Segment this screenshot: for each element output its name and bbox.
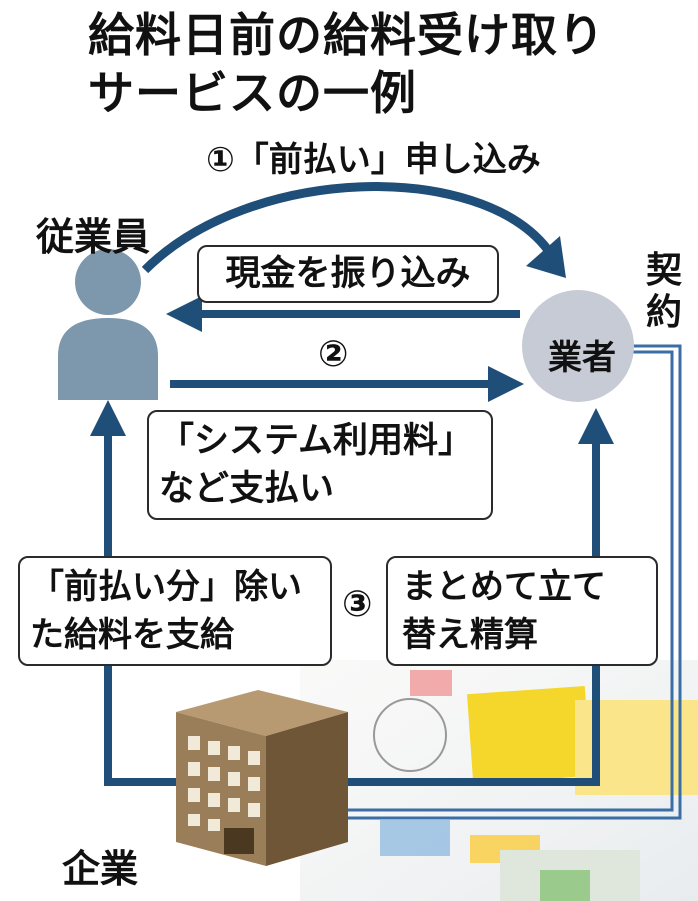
contract-char-2: 約 bbox=[645, 292, 682, 333]
arrow-company-to-employee bbox=[90, 400, 176, 786]
settlement-line-2: 替え精算 bbox=[402, 615, 538, 655]
salary-deduction-box: 「前払い分」除い た給料を支給 bbox=[18, 556, 332, 666]
step1-label: ①「前払い」申し込み bbox=[206, 140, 541, 180]
system-fee-box: 「システム利用料」 など支払い bbox=[147, 410, 493, 520]
salary-deduction-line-1: 「前払い分」除い bbox=[30, 567, 302, 607]
salary-deduction-line-2: た給料を支給 bbox=[30, 615, 234, 655]
system-fee-line-1: 「システム利用料」 bbox=[159, 421, 473, 461]
cash-transfer-box: 現金を振り込み bbox=[197, 245, 499, 303]
contract-label: 契 約 bbox=[644, 250, 684, 334]
diagram-title: 給料日前の給料受け取り サービスの一例 bbox=[88, 6, 605, 122]
contract-char-1: 契 bbox=[645, 250, 682, 291]
vendor-circle bbox=[522, 290, 634, 402]
contract-line bbox=[348, 344, 682, 820]
vendor-label: 業者 bbox=[548, 338, 616, 378]
title-line-2: サービスの一例 bbox=[88, 66, 417, 120]
employee-label: 従業員 bbox=[36, 215, 151, 259]
arrow-step1 bbox=[141, 182, 566, 278]
step2-label: ② bbox=[318, 334, 349, 375]
company-label: 企業 bbox=[62, 847, 139, 891]
arrow-cash-transfer bbox=[166, 296, 520, 332]
step3-label: ③ bbox=[342, 584, 373, 625]
arrow-step2 bbox=[170, 366, 524, 402]
system-fee-line-2: など支払い bbox=[159, 469, 335, 509]
title-line-1: 給料日前の給料受け取り bbox=[88, 8, 605, 62]
arrow-company-to-vendor bbox=[348, 408, 614, 786]
company-building-icon bbox=[176, 690, 348, 866]
employee-person-icon bbox=[58, 249, 158, 400]
settlement-line-1: まとめて立て bbox=[402, 567, 606, 607]
settlement-box: まとめて立て 替え精算 bbox=[386, 556, 658, 666]
